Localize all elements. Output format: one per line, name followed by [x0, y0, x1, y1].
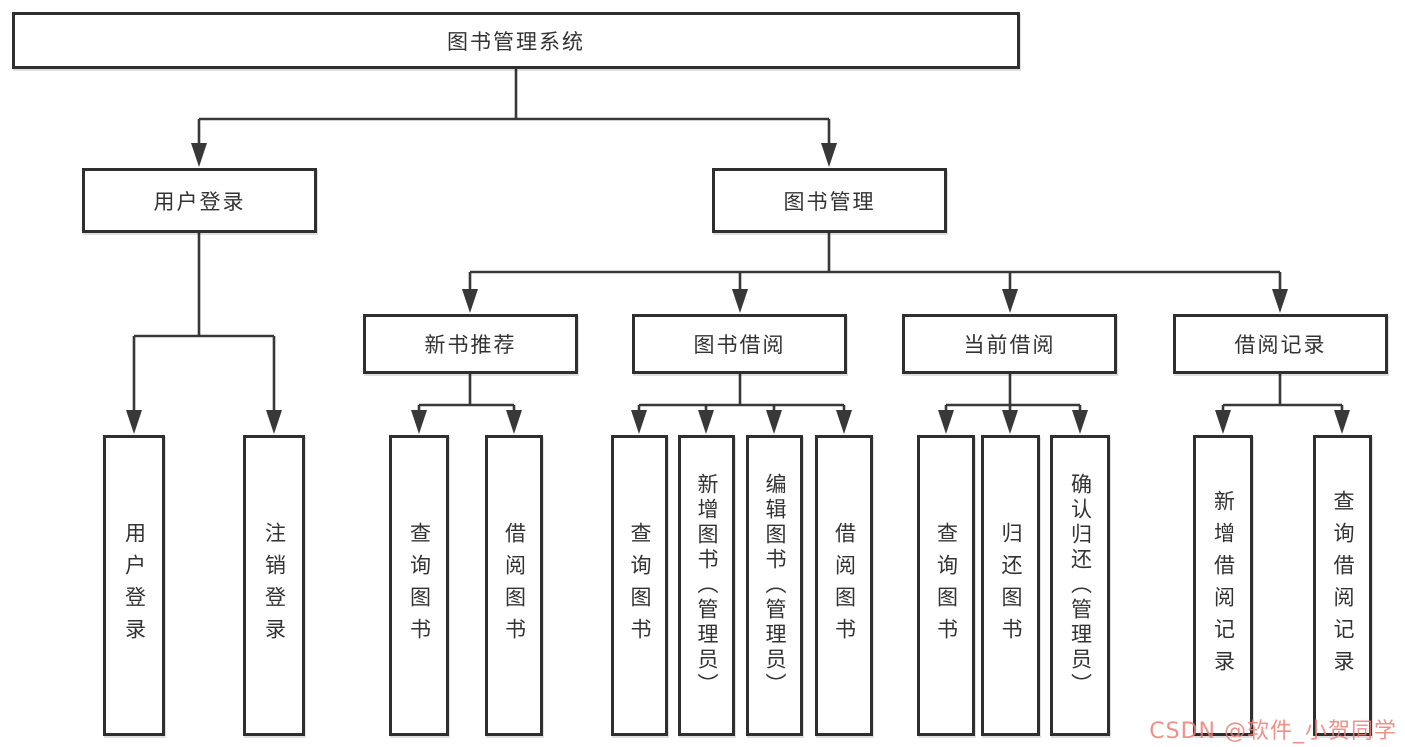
leaf-logout: 注销登录	[243, 435, 305, 736]
leaf-edit-books-admin: 编辑图书（管理员）	[746, 435, 803, 736]
leaf-label: 确认归还（管理员）	[1068, 473, 1093, 698]
leaf-confirm-return-admin: 确认归还（管理员）	[1050, 435, 1110, 736]
node-book-borrowing: 图书借阅	[632, 314, 847, 374]
leaf-label: 借阅图书	[832, 521, 857, 650]
node-new-book-recommendation: 新书推荐	[363, 314, 578, 374]
node-borrowing-records: 借阅记录	[1173, 314, 1388, 374]
leaf-label: 查询借阅记录	[1331, 489, 1355, 682]
leaf-add-books-admin: 新增图书（管理员）	[678, 435, 735, 736]
node-label: 当前借阅	[963, 333, 1056, 357]
leaf-label: 查询图书	[407, 521, 432, 650]
node-current-borrowing: 当前借阅	[902, 314, 1117, 374]
leaf-query-books-borrowing: 查询图书	[611, 435, 668, 736]
node-label: 图书管理系统	[447, 29, 585, 54]
node-label: 图书管理	[783, 189, 876, 214]
node-library-management-system: 图书管理系统	[12, 12, 1020, 69]
leaf-query-borrow-record: 查询借阅记录	[1313, 435, 1372, 736]
leaf-label: 查询图书	[628, 521, 652, 650]
node-label: 用户登录	[153, 189, 246, 214]
leaf-label: 借阅图书	[502, 521, 527, 650]
node-label: 新书推荐	[424, 333, 517, 357]
leaf-label: 新增图书（管理员）	[695, 473, 719, 698]
leaf-label: 注销登录	[262, 521, 287, 650]
node-label: 图书借阅	[693, 333, 786, 357]
leaf-borrow-books-newbook: 借阅图书	[485, 435, 543, 736]
csdn-watermark: CSDN @软件_小贺同学	[1149, 719, 1397, 744]
leaf-label: 查询图书	[934, 521, 959, 650]
node-label: 借阅记录	[1234, 333, 1327, 357]
node-user-login-branch: 用户登录	[82, 168, 317, 233]
leaf-label: 用户登录	[122, 521, 147, 650]
leaf-label: 编辑图书（管理员）	[763, 473, 787, 698]
leaf-label: 归还图书	[999, 521, 1023, 650]
leaf-query-books-current: 查询图书	[917, 435, 975, 736]
leaf-user-login: 用户登录	[103, 435, 165, 736]
leaf-add-borrow-record: 新增借阅记录	[1193, 435, 1253, 736]
leaf-query-books-newbook: 查询图书	[389, 435, 449, 736]
leaf-return-books: 归还图书	[981, 435, 1040, 736]
node-book-management-branch: 图书管理	[712, 168, 947, 233]
leaf-label: 新增借阅记录	[1211, 489, 1236, 682]
leaf-borrow-books-borrowing: 借阅图书	[815, 435, 873, 736]
